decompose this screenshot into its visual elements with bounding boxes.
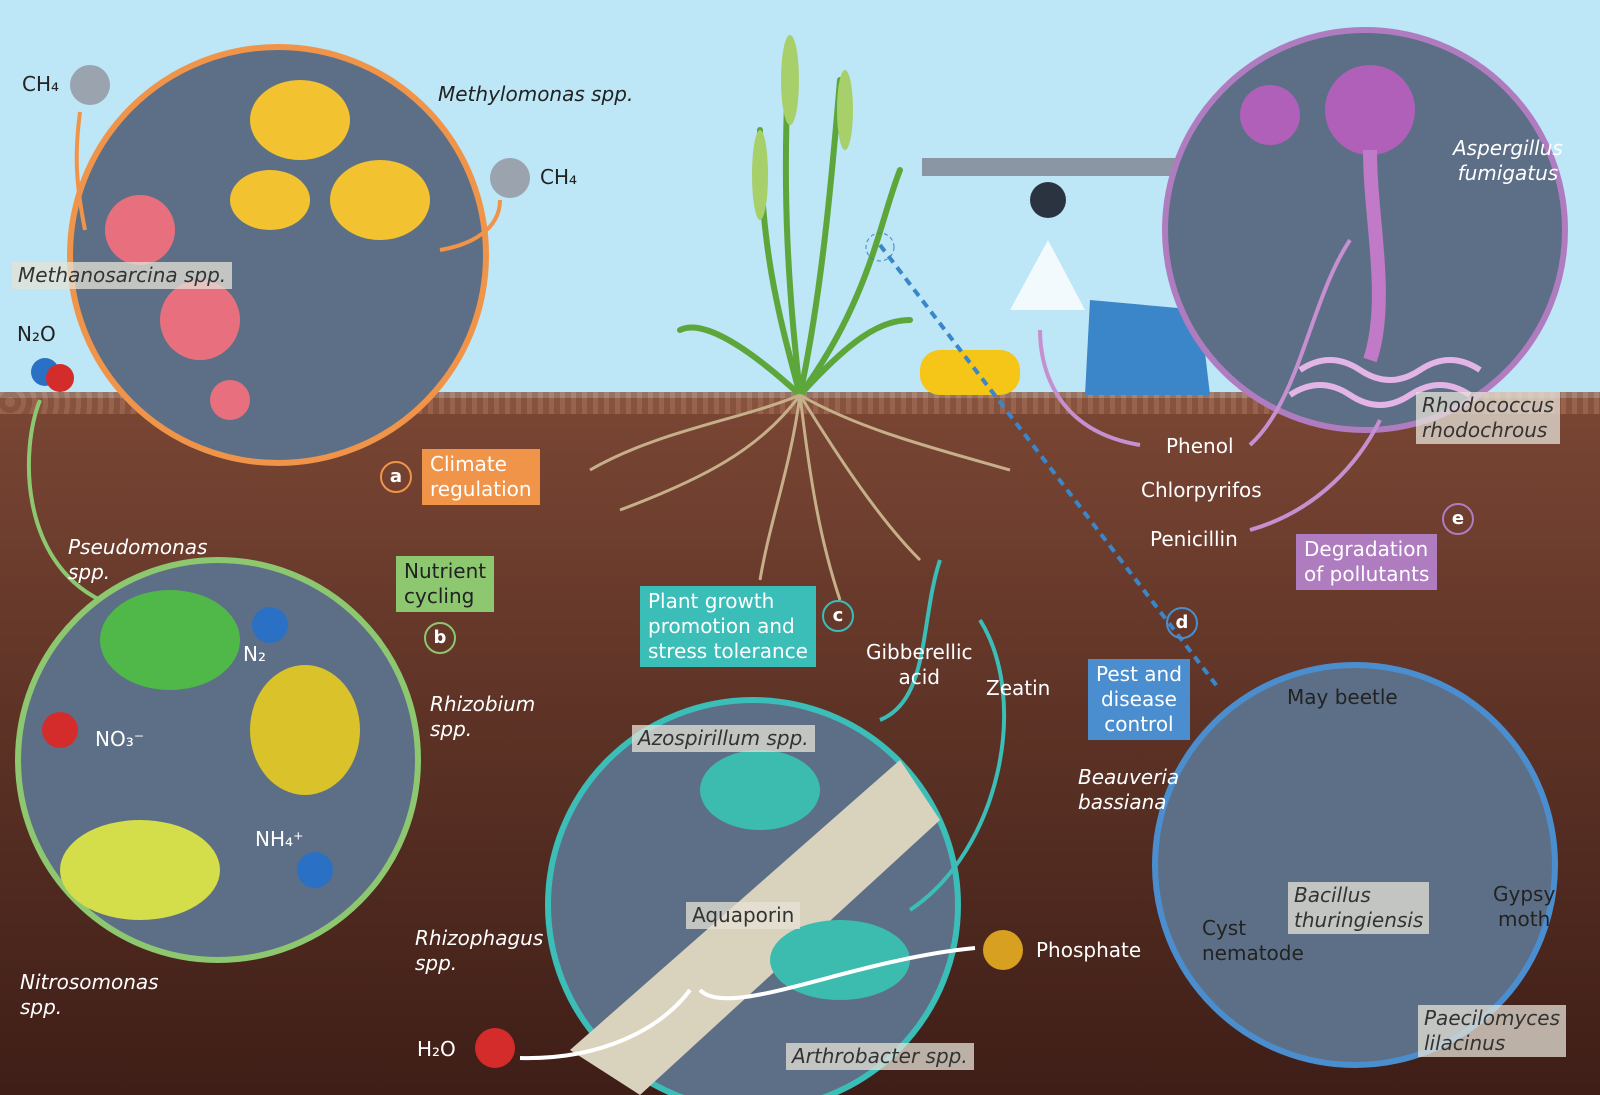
penicillin-degradation-arrow <box>1249 419 1382 532</box>
plant-growth-title: Plant growth promotion and stress tolera… <box>640 586 816 667</box>
spray-nozzle <box>1030 182 1066 218</box>
nh4-label: NH₄⁺ <box>255 827 304 851</box>
roots <box>589 393 1011 601</box>
ch4-label-right: CH₄ <box>540 165 578 189</box>
pseudomonas-cells <box>100 590 240 690</box>
leaf-detail-marker <box>865 232 895 262</box>
zeatin-label: Zeatin <box>986 676 1051 700</box>
rhizobium-label: Rhizobium spp. <box>430 692 536 741</box>
ch4-label-left: CH₄ <box>22 72 60 96</box>
chlorpyrifos-label: Chlorpyrifos <box>1141 478 1262 502</box>
methanosarcina-label: Methanosarcina spp. <box>12 262 233 289</box>
panel-a-letter: a <box>380 461 412 493</box>
nutrient-cycling-title: Nutrient cycling <box>396 556 495 612</box>
degradation-title: Degradation of pollutants <box>1296 534 1438 590</box>
yellow-barrel <box>920 350 1020 395</box>
ch4-in-arrow <box>439 199 502 252</box>
panel-b-letter: b <box>424 622 456 654</box>
phenol-degradation-arrow <box>1248 238 1352 447</box>
molecules <box>31 65 1023 1068</box>
nitrosomonas-cells <box>60 820 220 920</box>
panel-d-letter: d <box>1166 607 1198 639</box>
h2o-arrow <box>519 988 692 1061</box>
zeatin-arrow <box>908 618 1007 912</box>
wheat-plant <box>677 35 913 398</box>
aspergillus-label: Aspergillus fumigatus <box>1453 136 1563 185</box>
panel-c-letter: c <box>822 600 854 632</box>
panel-e-letter: e <box>1442 503 1474 535</box>
aspergillus-fungus <box>1240 65 1415 363</box>
arthrobacter-label: Arthrobacter spp. <box>786 1043 974 1070</box>
climate-regulation-title: Climate regulation <box>422 449 540 505</box>
ch4-out-arrow <box>74 111 87 231</box>
root-nodule <box>250 665 360 795</box>
phenol-label: Phenol <box>1166 434 1234 458</box>
methylomonas-label: Methylomonas spp. <box>438 82 634 106</box>
rhizophagus-label: Rhizophagus spp. <box>415 926 544 975</box>
rhodococcus-cells <box>1288 357 1482 408</box>
azospirillum-label: Azospirillum spp. <box>632 725 815 752</box>
panel-a-circle <box>67 44 489 466</box>
phosphate-arrow <box>698 946 976 1001</box>
phenol-arrow <box>1038 329 1141 447</box>
methanosarcina-cells <box>105 195 250 420</box>
panel-d-circle <box>1152 662 1558 1068</box>
gypsy-moth-label: Gypsy moth <box>1493 882 1556 931</box>
may-beetle-label: May beetle <box>1287 685 1398 709</box>
bacillus-label: Bacillus thuringiensis <box>1288 882 1430 934</box>
methylomonas-cells <box>230 80 430 240</box>
pseudomonas-label: Pseudomonas spp. <box>68 535 208 584</box>
n2o-label: N₂O <box>17 322 56 346</box>
beauveria-label: Beauveria bassiana <box>1078 765 1180 814</box>
penicillin-label: Penicillin <box>1150 527 1238 551</box>
plastic-bag <box>1085 300 1210 395</box>
spray-boom <box>922 158 1192 176</box>
cyst-nematode-label: Cyst nematode <box>1202 916 1304 965</box>
pest-leader-line <box>878 243 1222 692</box>
n2o-arrow <box>26 399 101 602</box>
n2-label: N₂ <box>243 642 266 666</box>
aquaporin-label: Aquaporin <box>686 902 801 929</box>
gibberellic-acid-label: Gibberellic acid <box>866 640 973 689</box>
rhodococcus-label: Rhodococcus rhodochrous <box>1416 392 1561 444</box>
h2o-label: H₂O <box>417 1037 456 1061</box>
pest-disease-title: Pest and disease control <box>1088 659 1190 740</box>
azospirillum-cells <box>700 750 910 1000</box>
gibberellic-arrow <box>879 559 942 722</box>
spray-mist <box>1010 240 1085 310</box>
nitrosomonas-label: Nitrosomonas spp. <box>20 970 159 1019</box>
no3-label: NO₃⁻ <box>95 727 145 751</box>
paecilomyces-label: Paecilomyces lilacinus <box>1418 1005 1567 1057</box>
phosphate-label: Phosphate <box>1036 938 1142 962</box>
